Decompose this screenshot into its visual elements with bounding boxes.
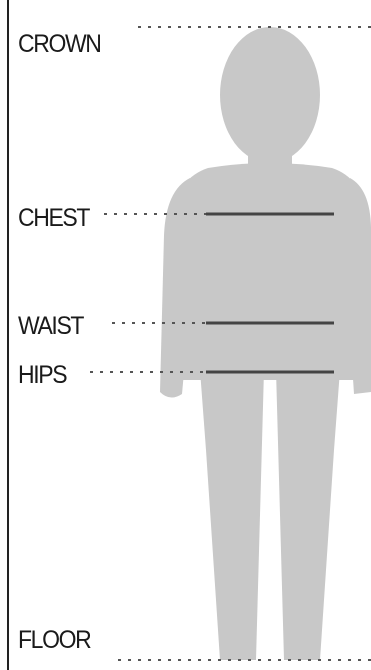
floor-label: FLOOR bbox=[18, 626, 90, 654]
waist-label: WAIST bbox=[18, 312, 83, 340]
chest-label: CHEST bbox=[18, 204, 89, 232]
crown-label: CROWN bbox=[18, 30, 101, 58]
hips-label: HIPS bbox=[18, 361, 66, 389]
